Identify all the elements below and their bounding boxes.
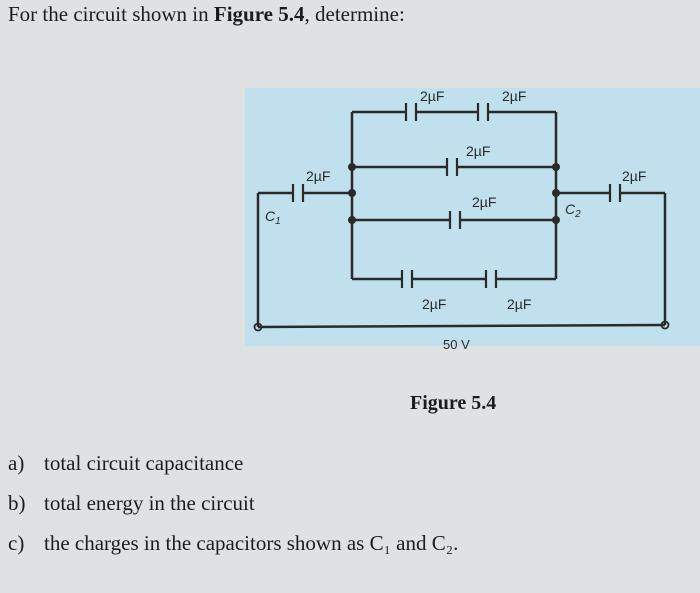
question-prefix: For the circuit shown in (8, 2, 214, 26)
label-cap-top-left: 2µF (420, 88, 444, 104)
figure-highlight (245, 88, 700, 346)
part-b: b)total energy in the circuit (8, 491, 255, 515)
label-source-voltage: 50 V (443, 337, 470, 352)
label-cap-mid-lower: 2µF (472, 194, 496, 210)
label-cap-top-right: 2µF (502, 88, 526, 104)
capacitor-labels: 2µF 2µF 2µF 2µF 2µF 2µF 2µF 2µF C1 C2 50… (265, 88, 646, 352)
label-cap-mid-upper: 2µF (466, 143, 490, 159)
figure-reference: Figure 5.4 (213, 2, 305, 26)
part-c: c)the charges in the capacitors shown as… (8, 531, 459, 555)
part-a: a)total circuit capacitance (8, 451, 244, 475)
capacitor-plates (291, 103, 622, 288)
terminal-dots (253, 320, 670, 332)
junction-dots (348, 163, 560, 224)
label-c1: C1 (265, 208, 281, 227)
circuit-wires (256, 110, 667, 329)
label-cap-c2: 2µF (622, 168, 646, 184)
label-cap-bottom-right: 2µF (507, 296, 531, 312)
label-cap-bottom-left: 2µF (422, 296, 446, 312)
label-cap-c1: 2µF (306, 168, 330, 184)
figure-caption: Figure 5.4 (410, 392, 497, 414)
question-parts: a)total circuit capacitance b)total ener… (8, 443, 458, 563)
label-c2: C2 (565, 201, 581, 220)
question-heading: For the circuit shown in Figure 5.4, det… (8, 2, 405, 27)
question-suffix: , determine: (304, 2, 405, 26)
